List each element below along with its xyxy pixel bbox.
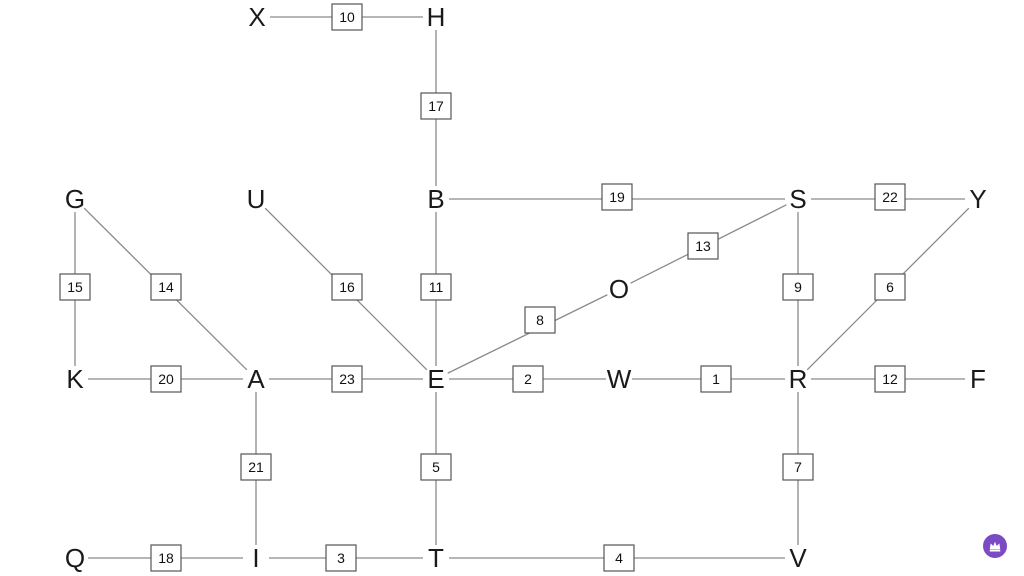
node-u: U [247,184,266,214]
weight-box-y-r: 6 [874,273,906,301]
weight-box-r-f: 12 [874,365,906,393]
node-t: T [428,543,444,573]
weight-box-a-e: 23 [331,365,363,393]
crown-icon[interactable] [983,534,1007,558]
node-s: S [789,184,806,214]
weight-box-frame [687,232,719,260]
node-w: W [607,364,632,394]
weight-label: 21 [248,459,264,475]
weight-box-e-o: 8 [524,306,556,334]
weight-box-frame [331,3,363,31]
weight-label: 8 [536,312,544,328]
weight-box-frame [874,183,906,211]
weight-label: 15 [67,279,83,295]
weight-label: 20 [158,371,174,387]
node-e: E [427,364,444,394]
weight-label: 16 [339,279,355,295]
weight-box-x-h: 10 [331,3,363,31]
node-x: X [248,2,265,32]
weight-label: 1 [712,371,720,387]
weight-box-g-a: 14 [150,273,182,301]
weight-box-e-t: 5 [420,453,452,481]
weight-box-frame [331,365,363,393]
weight-label: 10 [339,9,355,25]
weight-label: 18 [158,550,174,566]
weight-box-b-s: 19 [601,183,633,211]
weight-box-frame [331,273,363,301]
node-o: O [609,274,629,304]
node-b: B [427,184,444,214]
weight-label: 11 [429,279,444,295]
weight-box-e-w: 2 [512,365,544,393]
weight-box-frame [603,544,635,572]
weight-box-i-t: 3 [325,544,357,572]
weight-box-frame [150,544,182,572]
weight-box-frame [240,453,272,481]
weight-box-frame [512,365,544,393]
weight-label: 14 [158,279,174,295]
node-r: R [789,364,808,394]
weight-box-frame [150,273,182,301]
weight-box-u-e: 16 [331,273,363,301]
weight-label: 7 [794,459,802,475]
weight-label: 4 [615,550,623,566]
weight-box-frame [420,273,452,301]
weight-label: 6 [886,279,894,295]
weight-label: 22 [882,189,898,205]
node-f: F [970,364,986,394]
weight-box-frame [420,92,452,120]
weight-label: 19 [609,189,625,205]
weight-box-q-i: 18 [150,544,182,572]
weight-box-s-y: 22 [874,183,906,211]
weight-box-w-r: 1 [700,365,732,393]
weight-box-frame [420,453,452,481]
weight-box-frame [524,306,556,334]
weight-box-o-s: 13 [687,232,719,260]
weight-label: 12 [882,371,898,387]
weight-box-frame [700,365,732,393]
edge-e-o [447,294,608,374]
weight-box-frame [150,365,182,393]
weight-box-t-v: 4 [603,544,635,572]
weight-box-h-b: 17 [420,92,452,120]
weight-box-frame [782,453,814,481]
weight-label: 2 [524,371,532,387]
weight-box-frame [874,365,906,393]
node-v: V [789,543,807,573]
node-y: Y [969,184,986,214]
weight-box-frame [874,273,906,301]
weight-box-k-a: 20 [150,365,182,393]
node-q: Q [65,543,85,573]
weight-box-b-e: 11 [420,273,452,301]
nodes-layer: X H B S Y G U O K A E W R F I T V Q [65,2,987,573]
node-a: A [247,364,265,394]
weight-box-g-k: 15 [59,273,91,301]
weight-box-s-r: 9 [782,273,814,301]
node-i: I [252,543,259,573]
weight-label: 3 [337,550,345,566]
node-k: K [66,364,84,394]
weight-box-frame [601,183,633,211]
node-h: H [427,2,446,32]
weight-box-r-v: 7 [782,453,814,481]
weight-box-frame [325,544,357,572]
weight-label: 5 [432,459,440,475]
weight-label: 17 [428,98,444,114]
node-g: G [65,184,85,214]
weight-label: 9 [794,279,802,295]
weight-label: 13 [695,238,711,254]
weight-label: 23 [339,371,355,387]
weight-box-frame [782,273,814,301]
weight-box-a-i: 21 [240,453,272,481]
weight-box-frame [59,273,91,301]
